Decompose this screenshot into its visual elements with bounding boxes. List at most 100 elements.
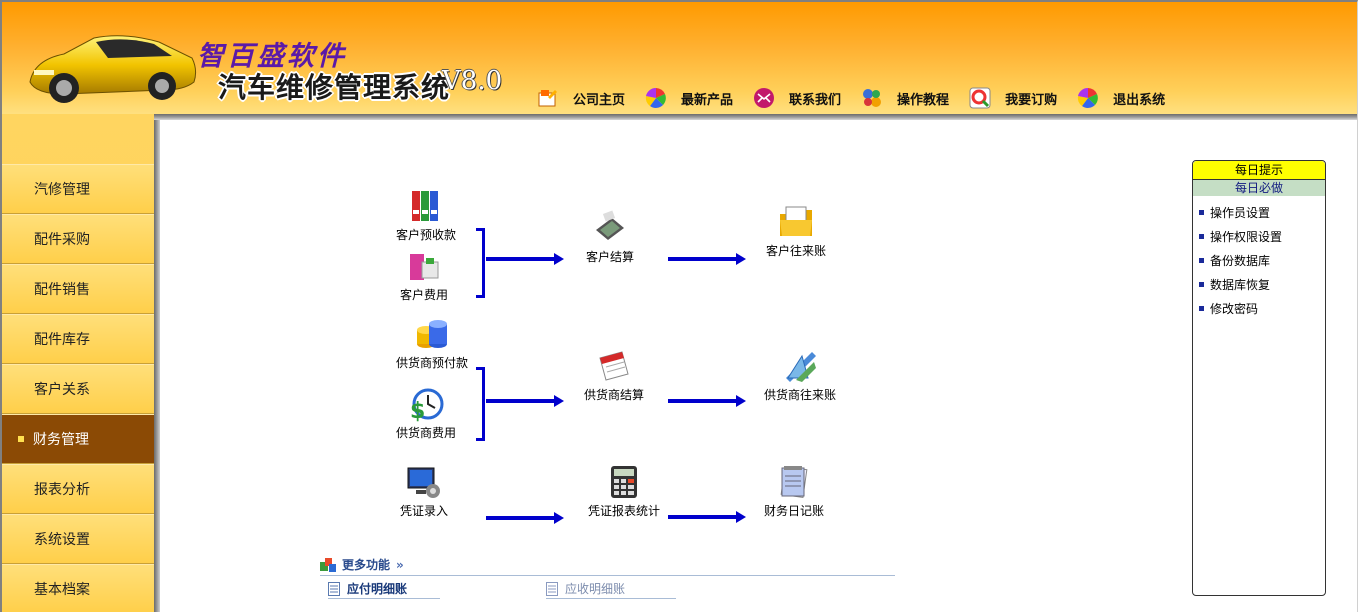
daily-tips-subtitle: 每日必做 xyxy=(1193,180,1325,196)
document-icon xyxy=(328,581,340,596)
sidebar-item-reports[interactable]: 报表分析 xyxy=(2,464,154,514)
nav-exit[interactable]: 退出系统 xyxy=(1077,87,1185,109)
frame-divider-vertical xyxy=(154,114,160,612)
link-payable-ledger[interactable]: 应付明细账 xyxy=(328,580,440,599)
arrow-customer-2 xyxy=(668,253,746,265)
nav-contact[interactable]: 联系我们 xyxy=(753,87,861,109)
tip-change-password[interactable]: 修改密码 xyxy=(1193,296,1325,320)
brand-company: 智百盛软件 xyxy=(197,41,347,72)
nav-tutorial[interactable]: 操作教程 xyxy=(861,87,969,109)
node-label: 客户往来账 xyxy=(766,244,827,258)
more-functions-header: 更多功能 » xyxy=(320,556,895,573)
frame-divider-horizontal xyxy=(154,114,1357,120)
sidebar-item-label: 系统设置 xyxy=(34,532,90,548)
money-clock-icon: $ xyxy=(410,388,444,422)
tip-operator-settings[interactable]: 操作员设置 xyxy=(1193,200,1325,224)
document-icon xyxy=(546,581,558,596)
sidebar-item-label: 汽修管理 xyxy=(34,182,90,198)
node-voucher-stats[interactable]: 凭证报表统计 xyxy=(588,464,660,519)
sidebar-item-archive[interactable]: 基本档案 xyxy=(2,564,154,612)
link-receivable-ledger[interactable]: 应收明细账 xyxy=(546,580,676,599)
sidebar-item-label: 客户关系 xyxy=(34,382,90,398)
sidebar-item-label: 配件销售 xyxy=(34,282,90,298)
sidebar-item-crm[interactable]: 客户关系 xyxy=(2,364,154,414)
sidebar-item-repair[interactable]: 汽修管理 xyxy=(2,164,154,214)
node-label: 客户结算 xyxy=(586,250,635,264)
nav-order[interactable]: 我要订购 xyxy=(969,87,1077,109)
sidebar-item-finance[interactable]: 财务管理 xyxy=(2,414,154,464)
node-label: 凭证录入 xyxy=(400,504,449,518)
node-finance-journal[interactable]: 财务日记账 xyxy=(764,464,824,519)
nav-home-label: 公司主页 xyxy=(573,92,626,108)
node-label: 客户费用 xyxy=(400,288,449,302)
nav-home[interactable]: 公司主页 xyxy=(537,87,645,109)
nav-contact-label: 联系我们 xyxy=(789,92,842,108)
node-label: 客户预收款 xyxy=(396,228,457,242)
tip-label: 操作权限设置 xyxy=(1210,229,1283,244)
node-label: 供货商结算 xyxy=(584,388,645,402)
home-icon xyxy=(538,90,557,107)
more-functions: 更多功能 » 应付明细账 应收明细账 xyxy=(320,556,895,599)
active-bullet-icon xyxy=(18,436,24,442)
tip-backup-db[interactable]: 备份数据库 xyxy=(1193,248,1325,272)
bullet-icon xyxy=(1199,233,1204,239)
daily-tips-title: 每日提示 xyxy=(1193,161,1325,180)
tip-label: 数据库恢复 xyxy=(1210,277,1271,292)
sidebar-item-inventory[interactable]: 配件库存 xyxy=(2,314,154,364)
nav-tutorial-label: 操作教程 xyxy=(897,92,950,108)
exit-icon xyxy=(1077,87,1098,108)
sidebar-item-label: 配件库存 xyxy=(34,332,90,348)
pinwheel-icon xyxy=(645,87,666,108)
sidebar-spacer xyxy=(2,114,154,164)
coins-icon xyxy=(417,320,447,348)
brand-product: 汽车维修管理系统 xyxy=(218,71,451,104)
bracket-customer xyxy=(476,228,485,298)
sidebar-item-label: 配件采购 xyxy=(34,232,90,248)
sidebar: 汽修管理 配件采购 配件销售 配件库存 客户关系 财务管理 报表分析 系统设置 … xyxy=(2,114,154,612)
tip-label: 操作员设置 xyxy=(1210,205,1271,220)
node-label: 供货商费用 xyxy=(396,426,457,440)
nav-products[interactable]: 最新产品 xyxy=(645,87,753,109)
header-banner: 智百盛软件 汽车维修管理系统 V8.0 公司主页 最新产品 联系我们 操作教程 xyxy=(2,2,1357,114)
search-order-icon xyxy=(969,87,991,109)
tip-restore-db[interactable]: 数据库恢复 xyxy=(1193,272,1325,296)
node-label: 凭证报表统计 xyxy=(588,504,661,518)
node-supplier-settle[interactable]: 供货商结算 xyxy=(584,348,644,403)
daily-tips-panel: 每日提示 每日必做 操作员设置 操作权限设置 备份数据库 数据库恢复 修改密码 xyxy=(1192,160,1326,596)
arrow-voucher-2 xyxy=(668,511,746,523)
mail-icon xyxy=(754,88,775,108)
node-supplier-account[interactable]: 供货商往来账 xyxy=(764,348,836,403)
tip-label: 备份数据库 xyxy=(1210,253,1271,268)
calculator-icon xyxy=(611,466,637,498)
sidebar-item-label: 基本档案 xyxy=(34,582,90,598)
node-customer-prepay[interactable]: 客户预收款 xyxy=(396,188,456,243)
notepad-icon xyxy=(780,466,808,498)
bullet-icon xyxy=(1199,281,1204,287)
sidebar-item-settings[interactable]: 系统设置 xyxy=(2,514,154,564)
node-customer-settle[interactable]: 客户结算 xyxy=(586,210,634,265)
sidebar-item-sales[interactable]: 配件销售 xyxy=(2,264,154,314)
arrow-supplier-1 xyxy=(486,395,564,407)
gift-box-icon xyxy=(410,254,439,280)
arrow-supplier-2 xyxy=(668,395,746,407)
node-customer-account[interactable]: 客户往来账 xyxy=(766,204,826,259)
monitor-gear-icon xyxy=(407,467,440,498)
drafting-tools-icon xyxy=(786,352,816,382)
node-supplier-prepay[interactable]: 供货商预付款 xyxy=(396,316,468,371)
nav-products-label: 最新产品 xyxy=(681,92,734,108)
node-supplier-fee[interactable]: $ 供货商费用 xyxy=(396,386,456,441)
node-customer-fee[interactable]: 客户费用 xyxy=(400,248,448,303)
folder-icon xyxy=(780,206,812,236)
pos-terminal-icon xyxy=(596,210,624,240)
bracket-supplier xyxy=(476,367,485,441)
binders-icon xyxy=(412,191,438,221)
tutorial-icon xyxy=(863,89,882,107)
version-label: V8.0 xyxy=(442,66,503,96)
sidebar-item-purchase[interactable]: 配件采购 xyxy=(2,214,154,264)
tip-permission-settings[interactable]: 操作权限设置 xyxy=(1193,224,1325,248)
node-label: 供货商往来账 xyxy=(764,388,837,402)
node-voucher-entry[interactable]: 凭证录入 xyxy=(400,464,448,519)
more-functions-icon xyxy=(320,557,336,572)
daily-tips-list: 操作员设置 操作权限设置 备份数据库 数据库恢复 修改密码 xyxy=(1193,200,1325,320)
node-label: 供货商预付款 xyxy=(396,356,469,370)
